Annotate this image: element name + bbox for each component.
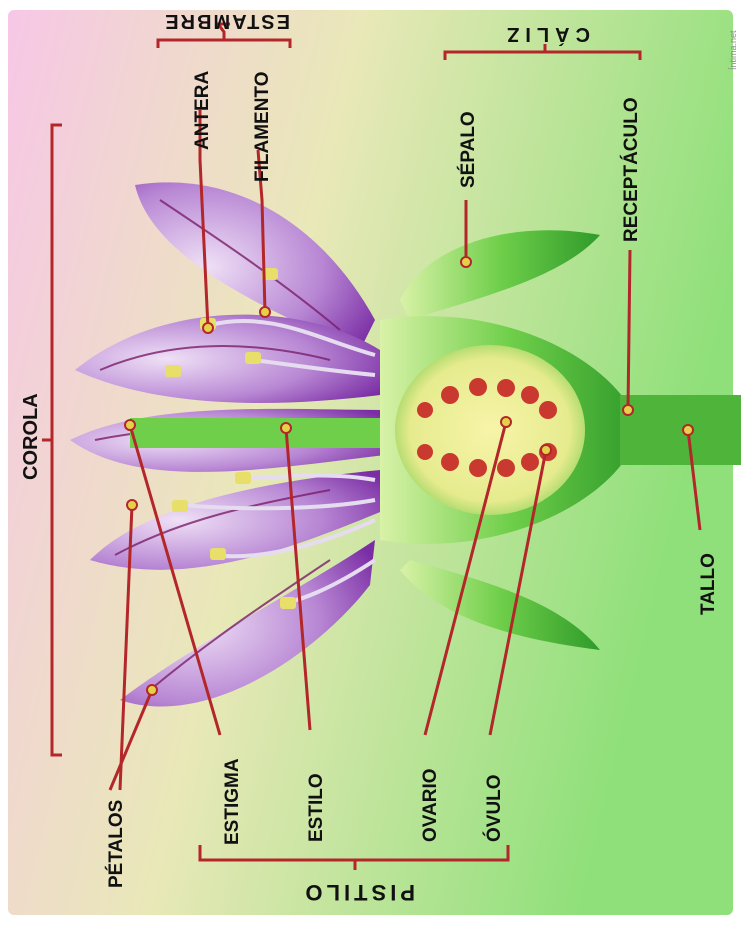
stem (620, 395, 741, 465)
label-tallo: TALLO (698, 553, 719, 615)
label-antera: ANTERA (192, 71, 213, 150)
anther (280, 597, 296, 609)
label-pistilo: PISTILO (301, 880, 415, 905)
label-petalos: PÉTALOS (105, 800, 127, 888)
anther (245, 352, 261, 364)
label-ovario: OVARIO (420, 768, 441, 842)
anther (210, 548, 226, 560)
label-filamento: FILAMENTO (252, 72, 273, 182)
label-estilo: ESTILO (306, 773, 327, 842)
anther (165, 365, 181, 377)
label-corola: COROLA (20, 393, 42, 480)
label-caliz: CÁLIZ (501, 23, 590, 46)
anther (235, 472, 251, 484)
label-sepalo: SÉPALO (457, 111, 479, 188)
label-estigma: ESTIGMA (222, 758, 243, 845)
label-ovulo: ÓVULO (483, 774, 505, 842)
watermark: Íntima.net (728, 30, 738, 70)
label-receptaculo: RECEPTÁCULO (620, 97, 642, 242)
label-estambre: ESTAMBRE (163, 10, 290, 32)
anther (172, 500, 188, 512)
style (130, 418, 400, 448)
